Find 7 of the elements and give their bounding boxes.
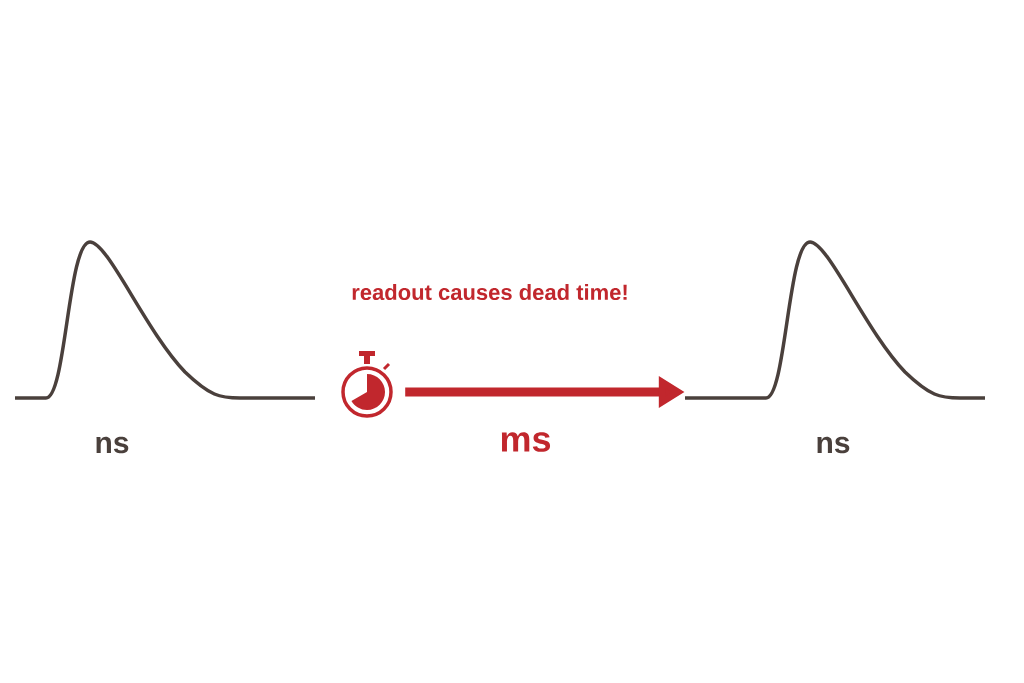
stopwatch-icon [341,351,393,418]
time-scale-label: ns [817,436,850,454]
time-scale-label: ns [96,436,129,454]
pulse-curve-drawing [685,240,985,400]
pulse-curve-drawing [15,240,315,400]
note-text: readout causes dead time! [352,283,627,301]
edge-label: ms [501,432,551,452]
